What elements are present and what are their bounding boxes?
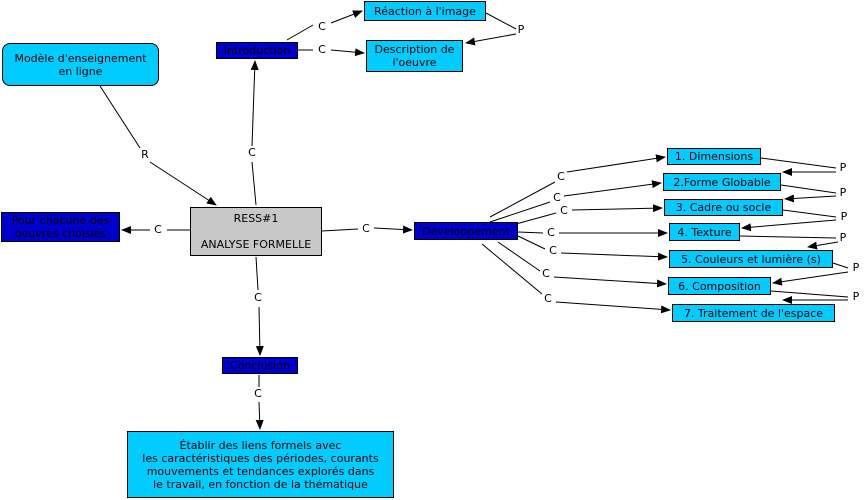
link-label-p-3: P [839, 210, 849, 223]
link-label-p-6: P [851, 290, 861, 303]
link-label-c-reaction: C [317, 20, 327, 33]
connector-line [497, 241, 541, 272]
link-label-c-dev: C [361, 222, 371, 235]
node-texture[interactable]: 4. Texture [669, 223, 740, 241]
connector-line [515, 212, 557, 225]
node-cadre-socle[interactable]: 3. Cadre ou socle [664, 199, 783, 216]
connector-line [517, 231, 544, 234]
node-conclusion[interactable]: Conclusion [222, 357, 298, 374]
connector-line [780, 184, 837, 194]
link-label-c-4: C [546, 226, 556, 239]
node-pour-chacune[interactable]: Pour chacune des oeuvres choisies [1, 212, 120, 242]
connector-line [255, 401, 264, 430]
node-introduction[interactable]: Introduction [216, 42, 298, 59]
connector-line [330, 10, 363, 24]
connector-line [286, 24, 314, 41]
node-reaction-image[interactable]: Réaction à l'image [364, 1, 486, 21]
node-couleurs-lumiere[interactable]: 5. Couleurs et lumière (s) [669, 250, 833, 268]
connector-line [465, 33, 517, 46]
connector-line [481, 243, 543, 295]
connector-line [566, 154, 666, 173]
link-label-c-6: C [541, 267, 551, 280]
connector-line [517, 235, 546, 250]
connector-line [741, 219, 837, 232]
node-modele-enseignement[interactable]: Modèle d'enseignement en ligne [2, 43, 159, 86]
link-label-c-1: C [556, 170, 566, 183]
connector-line [571, 204, 663, 213]
connector-line [553, 276, 667, 288]
link-label-p-1: P [838, 161, 848, 174]
connector-line [255, 306, 264, 356]
link-label-p-4: P [838, 231, 848, 244]
node-composition[interactable]: 6. Composition [668, 277, 771, 295]
link-label-r: R [140, 148, 150, 161]
connector-line [555, 301, 671, 314]
node-developpement[interactable]: Développement [414, 222, 518, 240]
link-label-c-3: C [559, 204, 569, 217]
connector-line [770, 290, 849, 298]
connector-line [832, 262, 849, 269]
link-label-c-conclusion: C [253, 291, 263, 304]
connector-line [99, 85, 141, 149]
node-description-oeuvre[interactable]: Description de l'oeuvre [366, 40, 463, 72]
connector-line [784, 194, 837, 203]
link-label-c-2: C [552, 191, 562, 204]
link-label-p-2: P [838, 186, 848, 199]
link-label-c-etablir: C [253, 387, 263, 400]
connector-line [739, 235, 837, 239]
connector-line [563, 180, 662, 197]
connector-line [772, 271, 849, 286]
connector-line [807, 241, 839, 250]
connector-line [255, 256, 259, 291]
connector-line [489, 181, 556, 218]
node-forme-globale[interactable]: 2.Forme Globable [663, 173, 781, 191]
connector-line [250, 60, 259, 147]
link-label-c-pour: C [153, 223, 163, 236]
connector-line [485, 12, 517, 30]
connector-line [330, 48, 365, 57]
connector-line [149, 161, 217, 206]
connector-line [782, 209, 837, 218]
connector-line [560, 252, 668, 261]
node-dimensions[interactable]: 1. Dimensions [667, 148, 761, 165]
link-label-c-description: C [317, 43, 327, 56]
link-label-p-5: P [851, 261, 861, 274]
connector-line [373, 225, 413, 234]
connector-line [321, 228, 359, 232]
connector-line [251, 161, 257, 206]
link-label-c-7: C [543, 292, 553, 305]
node-traitement-espace[interactable]: 7. Traitement de l'espace [672, 304, 835, 322]
link-label-c-intro: C [247, 146, 257, 159]
connector-line [760, 157, 837, 169]
node-etablir-liens[interactable]: Établir des liens formels avec les carac… [127, 431, 394, 498]
link-label-p-intro: P [516, 23, 526, 36]
node-ress-analyse-formelle[interactable]: RESS#1 ANALYSE FORMELLE [190, 207, 322, 256]
connector-line [489, 201, 551, 223]
link-label-c-5: C [548, 244, 558, 257]
